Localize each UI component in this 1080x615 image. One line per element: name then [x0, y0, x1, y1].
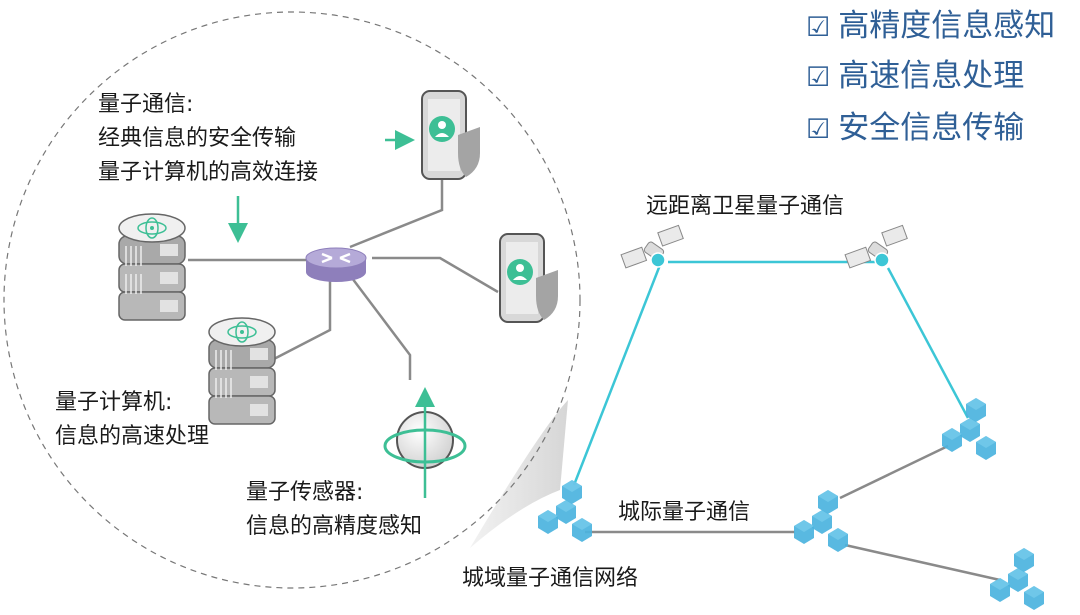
- checkbox-checked-icon: ☑: [806, 62, 831, 93]
- satellite-label: 远距离卫星量子通信: [646, 194, 845, 219]
- quantum-computer-icon: [118, 213, 186, 321]
- city-node-icon: [942, 398, 996, 460]
- feature-label: 安全信息传输: [838, 110, 1025, 146]
- computer-title: 量子计算机:: [55, 390, 173, 415]
- sensor-line1: 信息的高精度感知: [246, 514, 423, 539]
- computer-line1: 信息的高速处理: [55, 424, 210, 449]
- feature-label: 高精度信息感知: [838, 8, 1056, 44]
- feature-item: ☑高精度信息感知: [806, 6, 1055, 48]
- quantum-computer-icon: [208, 317, 276, 425]
- zoom-circle-boundary: [3, 11, 581, 589]
- intercity-links: [585, 444, 1001, 582]
- feature-label: 高速信息处理: [838, 58, 1025, 94]
- checkbox-checked-icon: ☑: [806, 114, 831, 145]
- quantum-sensor-icon: [383, 387, 467, 498]
- router-icon: [305, 247, 367, 282]
- feature-item: ☑高速信息处理: [806, 56, 1024, 98]
- satellite-links: [572, 260, 970, 486]
- comm-title: 量子通信:: [98, 92, 194, 117]
- comm-line2: 量子计算机的高效连接: [98, 160, 319, 185]
- comm-line1: 经典信息的安全传输: [98, 126, 297, 151]
- metro-label: 城域量子通信网络: [462, 566, 639, 591]
- secure-phone-icon: [421, 90, 481, 180]
- secure-phone-icon: [499, 233, 559, 323]
- city-node-icon: [794, 490, 848, 552]
- zoom-wedge: [470, 400, 568, 548]
- checkbox-checked-icon: ☑: [806, 12, 831, 43]
- feature-item: ☑安全信息传输: [806, 108, 1024, 150]
- satellite-icon: [844, 224, 909, 269]
- sensor-title: 量子传感器:: [246, 480, 364, 505]
- intercity-label: 城际量子通信: [618, 500, 751, 525]
